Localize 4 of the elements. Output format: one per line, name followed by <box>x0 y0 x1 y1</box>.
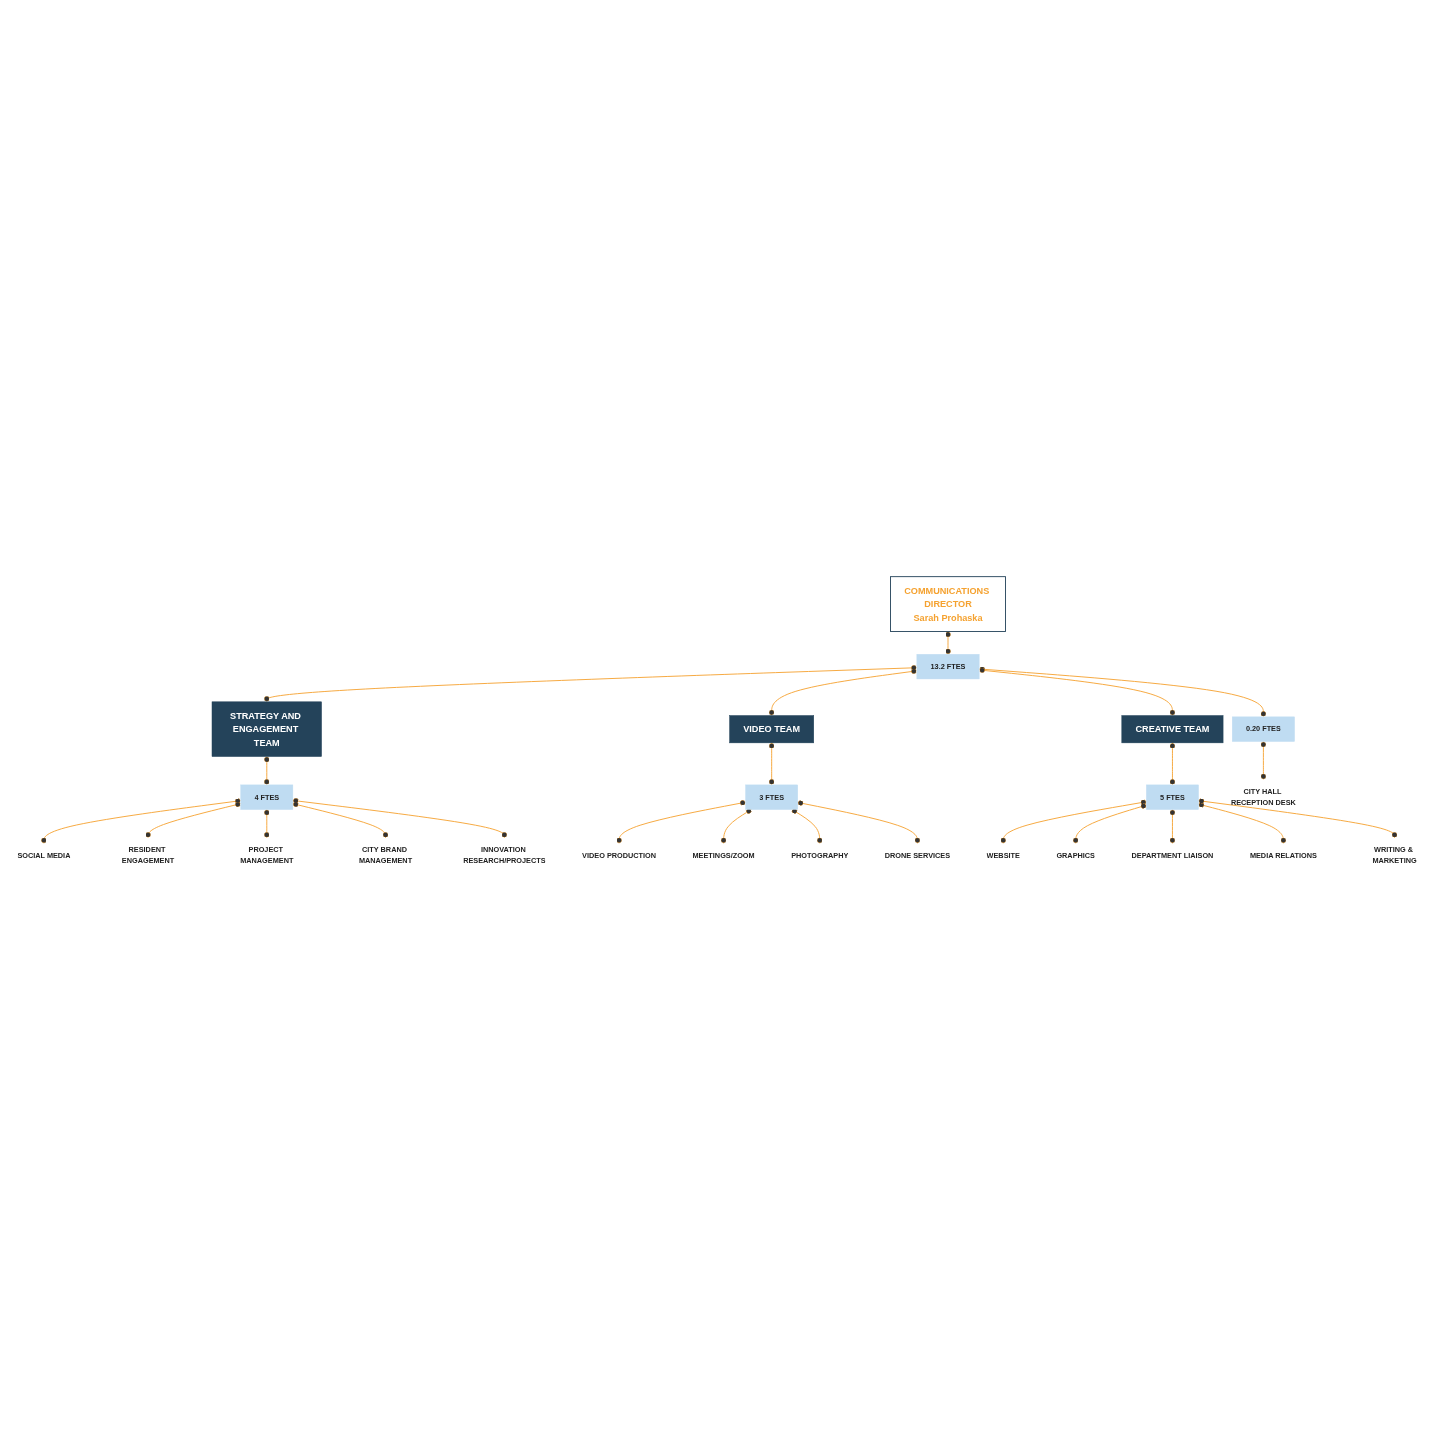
node-box: CREATIVE TEAM <box>1121 715 1224 744</box>
node-box: STRATEGY AND ENGAGEMENT TEAM <box>211 701 322 758</box>
node-box: VIDEO TEAM <box>729 715 814 744</box>
node-box: COMMUNICATIONS DIRECTOR Sarah Prohaska <box>890 576 1006 633</box>
